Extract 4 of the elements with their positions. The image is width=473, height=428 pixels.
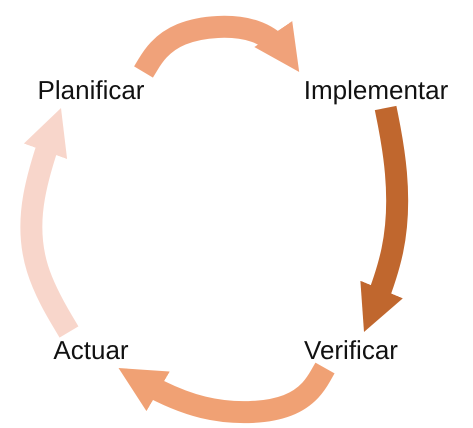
cycle-step-label: Planificar [16,72,166,108]
cycle-step-label: Implementar [280,72,472,108]
cycle-step-label: Actuar [36,332,146,368]
cycle-step-label: Verificar [286,332,416,368]
